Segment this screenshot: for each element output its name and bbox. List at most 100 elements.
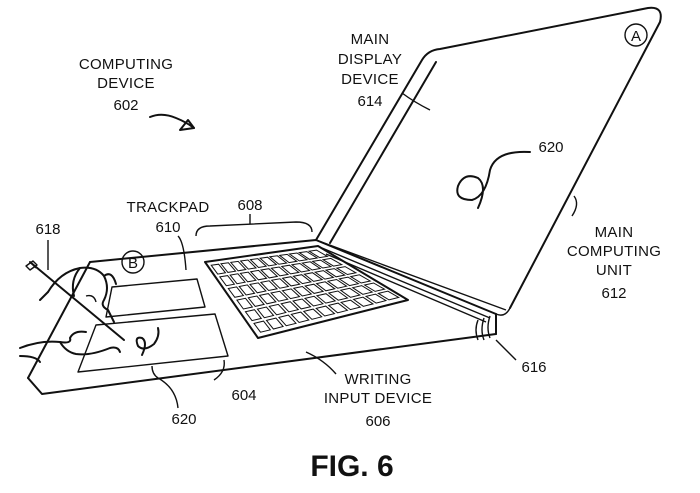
leader-612 — [571, 195, 578, 217]
keyboard-key — [315, 305, 336, 317]
keyboard-key — [377, 290, 401, 301]
keyboard — [204, 245, 409, 339]
writing-input-label-line1: WRITING — [344, 371, 411, 388]
keyboard-key — [239, 259, 258, 270]
computing-device-number: 602 — [113, 97, 138, 114]
callout-a-label: A — [631, 28, 641, 45]
ink-stroke-display — [456, 150, 531, 209]
leader-614 — [401, 92, 431, 111]
figure-caption: FIG. 6 — [310, 450, 393, 483]
main-display-lid — [315, 6, 662, 316]
keyboard-key — [292, 274, 313, 285]
keyboard-key — [352, 296, 375, 307]
keyboard-key — [311, 259, 333, 269]
keyboard-key — [327, 290, 349, 301]
keyboard-key — [281, 288, 301, 300]
main-unit-label-line1: MAIN — [595, 224, 634, 241]
keyboard-key — [304, 283, 325, 294]
keyboard-key — [349, 274, 372, 284]
keyboard-key — [280, 264, 300, 275]
keyboard-key — [258, 256, 278, 267]
keyboard-key — [297, 251, 319, 260]
bracket-608 — [195, 221, 313, 237]
leader-606 — [305, 351, 337, 375]
hinge — [475, 315, 491, 341]
keyboard-key — [290, 262, 311, 273]
keyboard-key — [249, 258, 268, 269]
keyboard-key — [270, 290, 289, 302]
trackpad-number: 610 — [155, 219, 180, 236]
hinge-number: 616 — [521, 359, 546, 376]
keyboard-key — [210, 263, 227, 275]
main-unit-label-line2: COMPUTING — [567, 243, 661, 260]
callout-circle-a — [624, 23, 648, 47]
keyboard-key — [303, 272, 324, 282]
keyboard-key — [280, 301, 300, 313]
trackpad-label: TRACKPAD — [127, 199, 210, 216]
laptop-base — [27, 239, 507, 395]
keyboard-key — [338, 276, 360, 287]
keyboard-key — [302, 308, 323, 320]
keyboard-key — [303, 295, 324, 307]
keyboard-key — [253, 320, 272, 333]
keyboard-key — [259, 280, 279, 292]
lower-hand — [19, 330, 121, 363]
ink-stroke-surface-number: 620 — [171, 411, 196, 428]
keyboard-key — [292, 298, 312, 310]
main-unit-label-line3: UNIT — [596, 262, 632, 279]
leader-616 — [495, 339, 517, 361]
ink-stroke-surface — [135, 327, 160, 356]
keyboard-key — [326, 278, 348, 289]
keyboard-key — [281, 276, 301, 287]
writing-surface-number: 604 — [231, 387, 256, 404]
ink-stroke-display-number: 620 — [538, 139, 563, 156]
arrow-602 — [149, 113, 195, 129]
keyboard-key — [265, 317, 285, 330]
keyboard-key — [364, 293, 388, 304]
keyboard-key — [321, 257, 344, 267]
trackpad — [105, 278, 206, 318]
writing-input-surface — [77, 313, 229, 373]
keyboard-key — [270, 278, 290, 289]
keyboard-key — [270, 266, 290, 277]
keyboard-key — [218, 275, 236, 287]
keyboard-key — [327, 302, 349, 314]
keyboard-key — [227, 286, 245, 298]
main-display-label-line2: DISPLAY — [338, 51, 402, 68]
keyboard-key — [258, 293, 277, 305]
stylus-number: 618 — [35, 221, 60, 238]
writing-input-number: 606 — [365, 413, 390, 430]
keyboard-key — [363, 282, 386, 292]
keyboard-key — [244, 309, 263, 322]
keyboard-key — [268, 303, 287, 316]
keyboard-key — [259, 268, 279, 279]
callout-b-label: B — [128, 255, 138, 272]
main-display-label-line3: DEVICE — [341, 71, 399, 88]
callout-circle-b — [121, 250, 145, 274]
keyboard-key — [247, 295, 266, 307]
leader-604 — [213, 359, 225, 381]
keyboard-key — [307, 249, 329, 259]
main-display-number: 614 — [357, 93, 382, 110]
computing-device-label-line2: DEVICE — [97, 75, 155, 92]
keyboard-key — [301, 261, 322, 271]
keyboard-key — [256, 306, 275, 319]
keyboard-key — [249, 269, 268, 281]
keyboard-key — [236, 297, 254, 310]
keyboard-key — [229, 273, 247, 285]
keyboard-key — [335, 266, 358, 276]
keyboard-key — [238, 284, 256, 296]
leader-620-surface — [151, 365, 179, 409]
keyboard-key — [277, 314, 297, 327]
leader-610 — [177, 235, 187, 271]
keyboard-key — [229, 260, 247, 272]
main-unit-number: 612 — [601, 285, 626, 302]
computing-device-label-line1: COMPUTING — [79, 56, 173, 73]
keyboard-key — [249, 282, 267, 294]
keyboard-key — [288, 252, 309, 262]
keyboard-key — [290, 311, 310, 324]
main-display-label-line1: MAIN — [351, 31, 390, 48]
keyboard-key — [315, 293, 337, 304]
keyboard-key — [278, 253, 299, 264]
